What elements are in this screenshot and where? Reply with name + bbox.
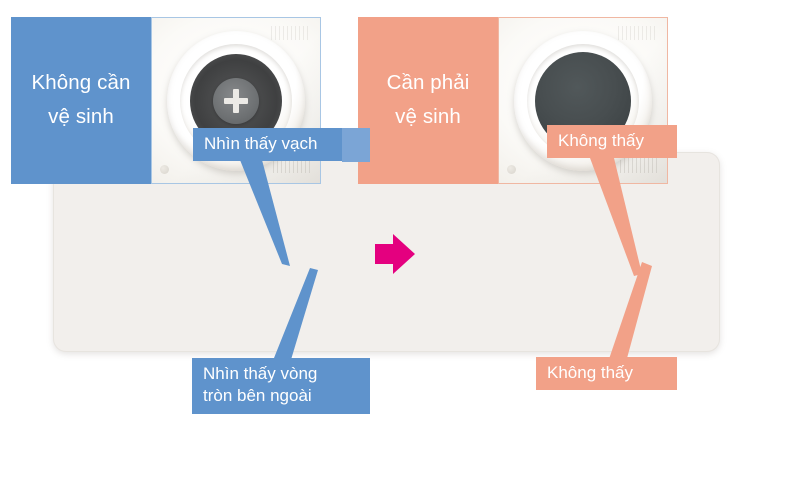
callout-not-visible-bottom: Không thấy [536,357,677,391]
leader-line-see-mark [240,160,290,266]
panel-dirty: Cần phải vệ sinh [358,17,671,184]
leader-line-not-visible-bottom [608,262,652,362]
callout-not-visible-top: Không thấy [547,125,677,159]
caption-dirty-line2: vệ sinh [395,104,461,128]
caption-clean-line1: Không cần [31,71,131,95]
callout-see-mark: Nhìn thấy vạch [193,128,342,162]
caption-dirty-line1: Cần phải [386,71,470,95]
photo-dirty-filter [498,17,668,184]
leader-line-see-outer-ring [272,268,318,363]
caption-clean-line2: vệ sinh [48,104,114,128]
vent-louvres-top-icon [271,26,311,40]
vent-louvres-top-icon [618,26,658,40]
filter-hub [213,77,259,124]
callout-see-mark-tab [342,128,370,162]
screw-icon [507,165,516,174]
caption-clean: Không cần vệ sinh [11,17,151,184]
cross-mark-icon [224,88,248,113]
leader-line-not-visible-top [590,158,642,276]
right-arrow-icon [375,234,415,274]
screw-icon [160,165,169,174]
caption-dirty: Cần phải vệ sinh [358,17,498,184]
callout-see-outer-ring: Nhìn thấy vòng tròn bên ngoài [192,358,370,414]
